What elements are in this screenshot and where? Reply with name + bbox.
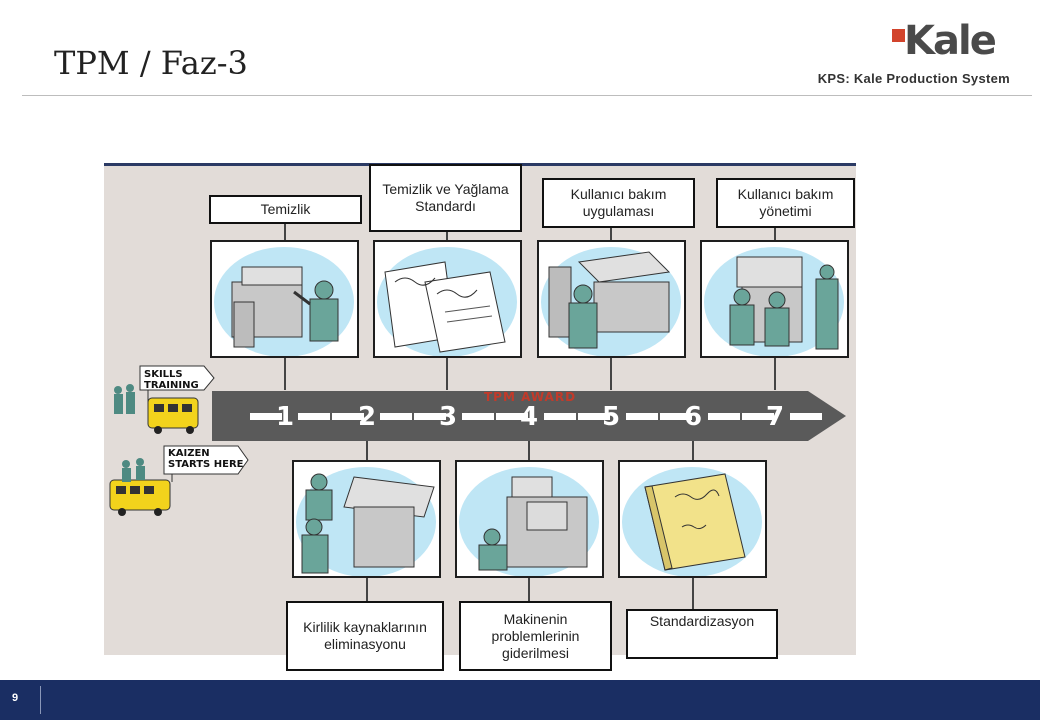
step-label-2: Kirlilik kaynaklarının eliminasyonu bbox=[286, 601, 444, 671]
logo-text: Kale bbox=[904, 18, 997, 64]
timeline-dash bbox=[496, 413, 528, 420]
documents-illustration bbox=[377, 247, 517, 356]
cleaning-machine-illustration bbox=[214, 247, 354, 356]
timeline-dash bbox=[298, 413, 330, 420]
timeline-dash bbox=[250, 413, 282, 420]
step-number-3: 3 bbox=[438, 402, 458, 432]
step-label-7: Kullanıcı bakım yönetimi bbox=[716, 178, 855, 228]
step-label-4: Makinenin problemlerinin giderilmesi bbox=[459, 601, 612, 671]
panel-step-6 bbox=[618, 460, 767, 578]
step-label-6: Standardizasyon bbox=[626, 609, 778, 659]
step-label-5: Kullanıcı bakım uygulaması bbox=[542, 178, 695, 228]
timeline-dash bbox=[380, 413, 412, 420]
footer-separator bbox=[40, 686, 41, 714]
timeline-dash bbox=[708, 413, 740, 420]
step-number-2: 2 bbox=[357, 402, 377, 432]
panel-step-1 bbox=[210, 240, 359, 358]
bus-and-workers-illustration bbox=[109, 365, 249, 516]
step-number-1: 1 bbox=[275, 402, 295, 432]
timeline-dash bbox=[742, 413, 774, 420]
team-management-illustration bbox=[704, 247, 844, 356]
header-divider bbox=[22, 95, 1032, 96]
step-label-3: Temizlik ve Yağlama Standardı bbox=[369, 164, 522, 232]
step-label-1: Temizlik bbox=[209, 195, 362, 224]
timeline-dash bbox=[414, 413, 446, 420]
panel-step-5 bbox=[537, 240, 686, 358]
timeline-arrow bbox=[212, 391, 846, 441]
operator-inspection-illustration bbox=[541, 247, 681, 356]
timeline-dash bbox=[544, 413, 576, 420]
standard-binder-illustration bbox=[622, 467, 762, 576]
tpm-award-text: TPM AWARD bbox=[484, 390, 577, 404]
kale-logo: Kale bbox=[890, 18, 1010, 70]
timeline-dash bbox=[332, 413, 364, 420]
timeline-dash bbox=[462, 413, 494, 420]
slide-title: TPM / Faz-3 bbox=[54, 44, 248, 82]
step-number-7: 7 bbox=[765, 402, 785, 432]
step-number-5: 5 bbox=[601, 402, 621, 432]
page-number: 9 bbox=[12, 692, 19, 704]
panel-step-7 bbox=[700, 240, 849, 358]
skills-training-sign: SKILLS TRAINING bbox=[144, 369, 199, 391]
machine-repair-illustration bbox=[459, 467, 599, 576]
step-number-4: 4 bbox=[519, 402, 539, 432]
tagline: KPS: Kale Production System bbox=[817, 71, 1010, 86]
step-number-6: 6 bbox=[683, 402, 703, 432]
timeline-dash bbox=[660, 413, 692, 420]
contamination-source-illustration bbox=[296, 467, 436, 576]
panel-step-3 bbox=[373, 240, 522, 358]
timeline-dash bbox=[626, 413, 658, 420]
timeline-dash bbox=[790, 413, 822, 420]
panel-step-4 bbox=[455, 460, 604, 578]
kaizen-sign: KAIZEN STARTS HERE bbox=[168, 448, 244, 470]
logo-square-icon bbox=[892, 29, 905, 42]
footer-bar bbox=[0, 680, 1040, 720]
timeline-dash bbox=[578, 413, 610, 420]
panel-step-2 bbox=[292, 460, 441, 578]
